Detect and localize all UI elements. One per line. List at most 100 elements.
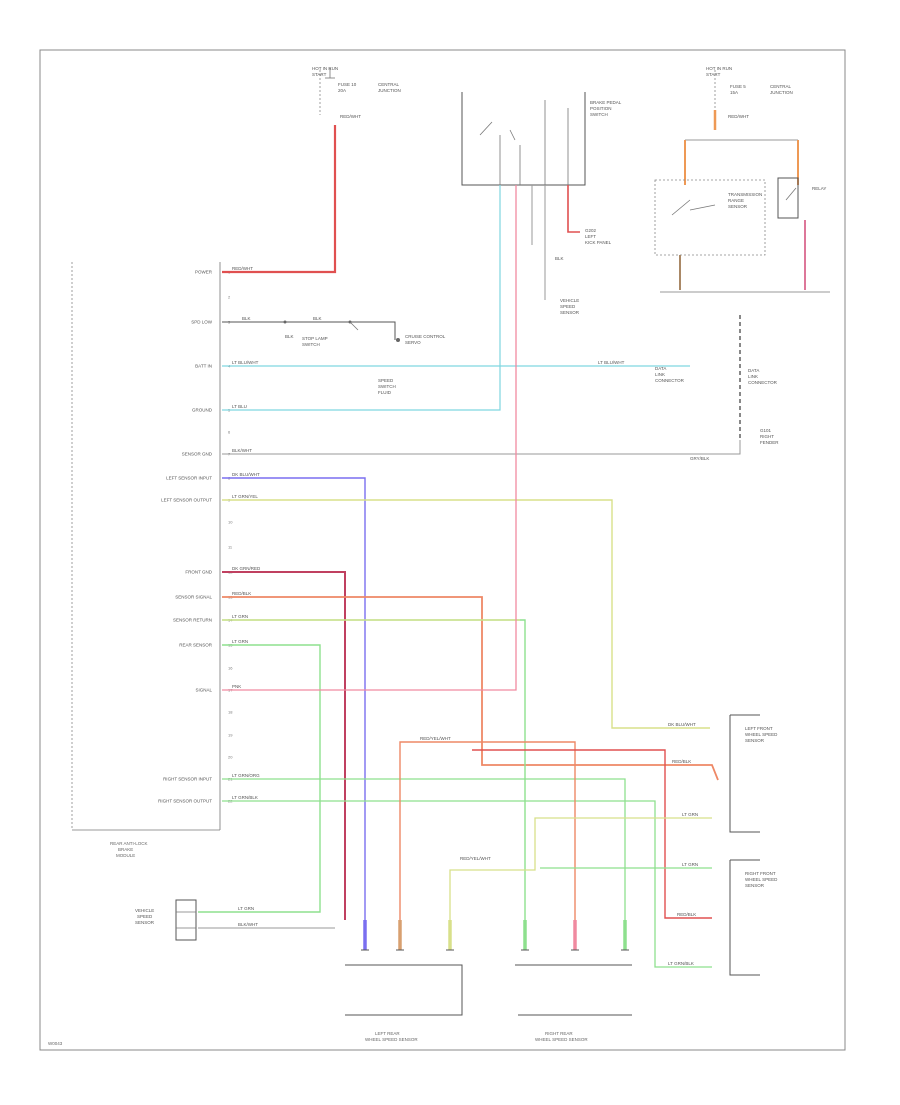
module-title-2: BRAKE [118, 847, 133, 852]
g-right-3: FENDER [760, 440, 779, 445]
src-l-5: CENTRAL [378, 82, 400, 87]
dlc-r-2: LINK [748, 374, 758, 379]
trans-cap-3: SENSOR [728, 204, 748, 209]
vss-cap-2: SPEED [137, 914, 153, 919]
module-pin-name: SENSOR SIGNAL [175, 595, 212, 600]
signal-wire [222, 205, 517, 691]
vss-cap-1: VEHICLE [135, 908, 154, 913]
sensor-return-wire [222, 619, 526, 920]
ground-wire-spd [222, 321, 396, 340]
switch-cap-2: POSITION [590, 106, 612, 111]
module-pin-number: 6 [228, 430, 231, 435]
rf-cap-3: SENSOR [745, 883, 765, 888]
module-pin-name: SENSOR RETURN [173, 618, 212, 623]
footer-code: W0043 [48, 1041, 63, 1046]
module-pin-name: LEFT SENSOR OUTPUT [161, 498, 212, 503]
rf-cap-1: RIGHT FRONT [745, 871, 776, 876]
wire-label-right-sens-top: LT GRN [682, 862, 698, 867]
splice-orange [399, 741, 576, 920]
stop-lamp-1: STOP LAMP [302, 336, 328, 341]
src-r-wire: RED/WHT [728, 114, 749, 119]
wire-label-left-sens-mid: RED/BLK [672, 759, 691, 764]
gnd-note-3: KICK PANEL [585, 240, 612, 245]
module-pin-number: 11 [228, 545, 233, 550]
src-r-2: START [706, 72, 721, 77]
src-l-2: START [312, 72, 327, 77]
src-l-6: JUNCTION [378, 88, 401, 93]
right-out-wire [222, 800, 712, 968]
module-pin-name: LEFT SENSOR INPUT [166, 476, 212, 481]
left-front-wheel-sensor: LEFT FRONT WHEEL SPEED SENSOR [729, 714, 778, 833]
front-gnd-wire [222, 571, 346, 920]
switch-cap-1: BRAKE PEDAL [590, 100, 622, 105]
module-pin-number: 16 [228, 666, 233, 671]
stop-lamp-2: SWITCH [302, 342, 320, 347]
dlc-r-3: CONNECTOR [748, 380, 778, 385]
wire-label-spd-low-2: BLK [313, 316, 322, 321]
src-l-wire: RED/WHT [340, 114, 361, 119]
cruise-cap-2: SERVO [405, 340, 421, 345]
g-right-2: RIGHT [760, 434, 774, 439]
brake-switch-component: STOP LAMP SWITCH CRUISE CONTROL SERVO SP… [283, 228, 779, 445]
rr-cap-1: RIGHT REAR [545, 1031, 573, 1036]
vehicle-speed-sensor: VEHICLE SPEED SENSOR [135, 899, 197, 941]
wire-label-splice-lower: RED/YEL/WHT [460, 856, 491, 861]
wire-label-brake: BLK [555, 256, 564, 261]
module-pin-name: SIGNAL [195, 688, 212, 693]
power-wire [222, 125, 337, 274]
dlc-2: LINK [655, 372, 665, 377]
module-pin-number: 18 [228, 710, 233, 715]
wire-label-batt-in-right: LT BLU/WHT [598, 360, 625, 365]
wire-label-trans-1: GRY/BLK [690, 456, 709, 461]
speed-sens-note-3: SENSOR [560, 310, 580, 315]
left-in-wire [222, 477, 366, 920]
src-r-6: JUNCTION [770, 90, 793, 95]
lf-cap-2: WHEEL SPEED [745, 732, 778, 737]
module-pin-name: BATT IN [195, 364, 212, 369]
src-l-1: HOT IN RUN [312, 66, 338, 71]
sensor-gnd-wire [222, 440, 741, 455]
module-pin-name: RIGHT SENSOR OUTPUT [158, 799, 212, 804]
module-pin-name: POWER [195, 270, 213, 275]
module-pin-number: 20 [228, 755, 233, 760]
module-pin-name: FRONT GND [185, 570, 212, 575]
splice-green [449, 817, 712, 920]
speed-sens-note-2: SPEED [560, 304, 576, 309]
cruise-cap-1: CRUISE CONTROL [405, 334, 446, 339]
wire-label-signal: PNK [232, 684, 241, 689]
wire-label-ground: LT BLU [232, 404, 247, 409]
wire-label-right-out: LT GRN/BLK [232, 795, 258, 800]
module-pin-number: 10 [228, 520, 233, 525]
g-right-1: G101 [760, 428, 772, 433]
rf-cap-2: WHEEL SPEED [745, 877, 778, 882]
left-rear-sensor-connector: LEFT REAR WHEEL SPEED SENSOR [345, 964, 463, 1042]
left-out-wire [222, 499, 710, 729]
wire-label-sensor-return: LT GRN [232, 614, 248, 619]
src-r-4: 15A [730, 90, 738, 95]
wire-label-right-sens-bot: LT GRN/BLK [668, 961, 694, 966]
module-title-1: REAR ANTI-LOCK [110, 841, 148, 846]
cruise-wire [222, 200, 501, 411]
speed-sens-note-1: VEHICLE [560, 298, 579, 303]
src-r-1: HOT IN RUN [706, 66, 732, 71]
dlc-1: DATA [655, 366, 666, 371]
src-l-4: 20A [338, 88, 346, 93]
dlc-r-1: DATA [748, 368, 759, 373]
wire-label-right-sens-mid: RED/BLK [677, 912, 696, 917]
right-rear-sensor-connector: RIGHT REAR WHEEL SPEED SENSOR [515, 964, 632, 1042]
top-left-power-source: HOT IN RUN START FUSE 10 20A CENTRAL JUN… [312, 66, 401, 119]
trans-cap-1: TRANSMISSION [728, 192, 762, 197]
wire-label-left-out: LT GRN/YEL [232, 494, 258, 499]
src-r-3: FUSE 5 [730, 84, 746, 89]
wire-label-right-in: LT GRN/ORG [232, 773, 260, 778]
wire-label-trans-2: BLK [285, 334, 294, 339]
right-in-wire [222, 778, 626, 920]
top-right-power-source: HOT IN RUN START FUSE 5 15A CENTRAL JUNC… [654, 66, 830, 293]
lf-cap-3: SENSOR [745, 738, 765, 743]
gnd-note-2: LEFT [585, 234, 596, 239]
wire-label-left-sens-top: DK BLU/WHT [668, 722, 696, 727]
sensor-signal-wire [222, 596, 719, 781]
outer-border [39, 49, 846, 1051]
